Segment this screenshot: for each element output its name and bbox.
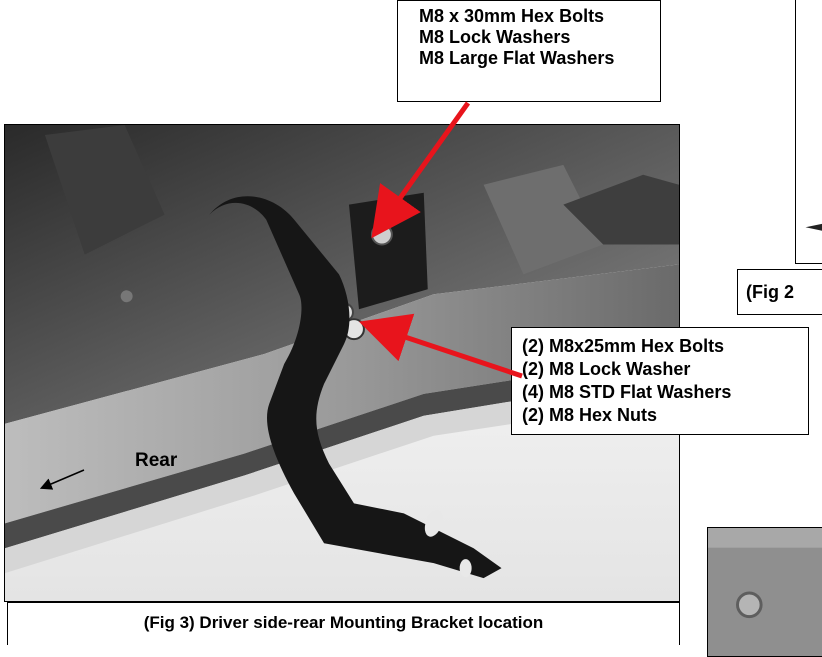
- top-hardware-callout: M8 x 30mm Hex Bolts M8 Lock Washers M8 L…: [397, 0, 661, 102]
- top-callout-line-3: M8 Large Flat Washers: [419, 48, 660, 69]
- fig3-caption: (Fig 3) Driver side-rear Mounting Bracke…: [7, 602, 680, 645]
- bottom-callout-line-2: (2) M8 Lock Washer: [522, 358, 808, 381]
- bottom-right-illustration: [708, 528, 822, 656]
- top-callout-line-2: M8 Lock Washers: [419, 27, 660, 48]
- bottom-callout-line-1: (2) M8x25mm Hex Bolts: [522, 335, 808, 358]
- fig2-caption: (Fig 2: [737, 269, 822, 315]
- bottom-callout-line-4: (2) M8 Hex Nuts: [522, 404, 808, 427]
- fig2-illustration: [796, 0, 822, 263]
- fig2-photo-partial: [795, 0, 822, 264]
- bottom-right-photo-partial: [707, 527, 822, 657]
- top-callout-line-1: M8 x 30mm Hex Bolts: [419, 6, 660, 27]
- bottom-hardware-callout: (2) M8x25mm Hex Bolts (2) M8 Lock Washer…: [511, 327, 809, 435]
- bottom-callout-line-3: (4) M8 STD Flat Washers: [522, 381, 808, 404]
- rear-direction-label: Rear: [135, 450, 177, 472]
